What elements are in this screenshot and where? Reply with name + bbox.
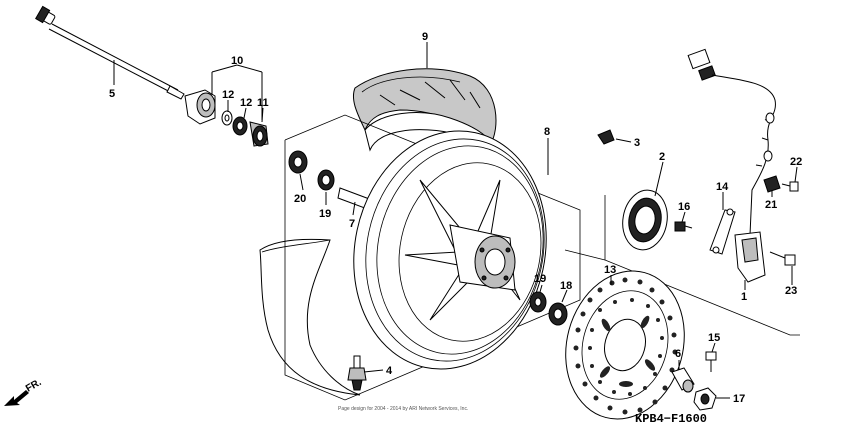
label-11: 11 bbox=[257, 97, 269, 109]
label-23: 23 bbox=[785, 285, 797, 297]
label-9: 9 bbox=[422, 31, 428, 43]
washer-12a[interactable] bbox=[221, 110, 233, 126]
wheel-rim[interactable] bbox=[332, 113, 568, 387]
collar-11[interactable] bbox=[249, 121, 269, 147]
label-10: 10 bbox=[231, 55, 243, 67]
fr-label: FR. bbox=[24, 377, 44, 395]
label-13: 13 bbox=[604, 264, 616, 276]
label-14: 14 bbox=[716, 181, 729, 193]
label-20: 20 bbox=[294, 193, 306, 205]
bearing-20[interactable] bbox=[288, 150, 308, 174]
label-19a: 19 bbox=[319, 208, 331, 220]
bolt-15[interactable] bbox=[705, 351, 717, 372]
bolt-16[interactable] bbox=[674, 221, 693, 232]
label-5: 5 bbox=[109, 88, 115, 100]
label-12b: 12 bbox=[240, 97, 252, 109]
nut-17[interactable] bbox=[693, 387, 717, 411]
copyright-notice: Page design for 2004 - 2014 by ARI Netwo… bbox=[338, 406, 468, 412]
front-direction-arrow: FR. bbox=[4, 377, 44, 406]
caliper-sensor-1[interactable] bbox=[734, 231, 766, 283]
washer-12b[interactable] bbox=[232, 116, 248, 136]
label-17: 17 bbox=[733, 393, 745, 405]
clamp-21[interactable] bbox=[763, 175, 781, 193]
front-fender[interactable] bbox=[259, 238, 361, 396]
valve-stem[interactable] bbox=[347, 355, 367, 391]
diagram-code: KPB4−F1600 bbox=[635, 412, 707, 426]
bearing-18[interactable] bbox=[548, 302, 568, 326]
axle-bolt[interactable] bbox=[35, 5, 185, 100]
caliper-group-outline bbox=[604, 195, 800, 336]
bolt-22[interactable] bbox=[781, 181, 799, 192]
abs-sensor-wire[interactable] bbox=[687, 48, 776, 236]
label-18: 18 bbox=[560, 280, 572, 292]
label-4: 4 bbox=[386, 365, 393, 377]
bearing-19b[interactable] bbox=[529, 291, 547, 313]
axle-collar[interactable] bbox=[184, 89, 216, 125]
pulser-ring[interactable] bbox=[618, 187, 672, 254]
label-21: 21 bbox=[765, 199, 777, 211]
label-8: 8 bbox=[544, 126, 550, 138]
label-15: 15 bbox=[708, 332, 720, 344]
label-3: 3 bbox=[634, 137, 640, 149]
label-12a: 12 bbox=[222, 89, 234, 101]
bolt-23[interactable] bbox=[769, 251, 796, 266]
label-22: 22 bbox=[790, 156, 802, 168]
wheel-assembly-outline bbox=[284, 114, 581, 401]
label-1: 1 bbox=[741, 291, 747, 303]
label-16: 16 bbox=[678, 201, 690, 213]
label-7: 7 bbox=[349, 218, 355, 230]
collar-6[interactable] bbox=[671, 367, 695, 393]
label-6: 6 bbox=[675, 348, 681, 360]
bracket-14[interactable] bbox=[709, 208, 736, 255]
label-2: 2 bbox=[659, 151, 665, 163]
leader-lines bbox=[113, 42, 798, 399]
cable-clip[interactable] bbox=[597, 129, 615, 145]
dust-seal-19a[interactable] bbox=[317, 169, 335, 191]
label-19b: 19 bbox=[534, 273, 546, 285]
brake-disc[interactable] bbox=[550, 258, 701, 431]
